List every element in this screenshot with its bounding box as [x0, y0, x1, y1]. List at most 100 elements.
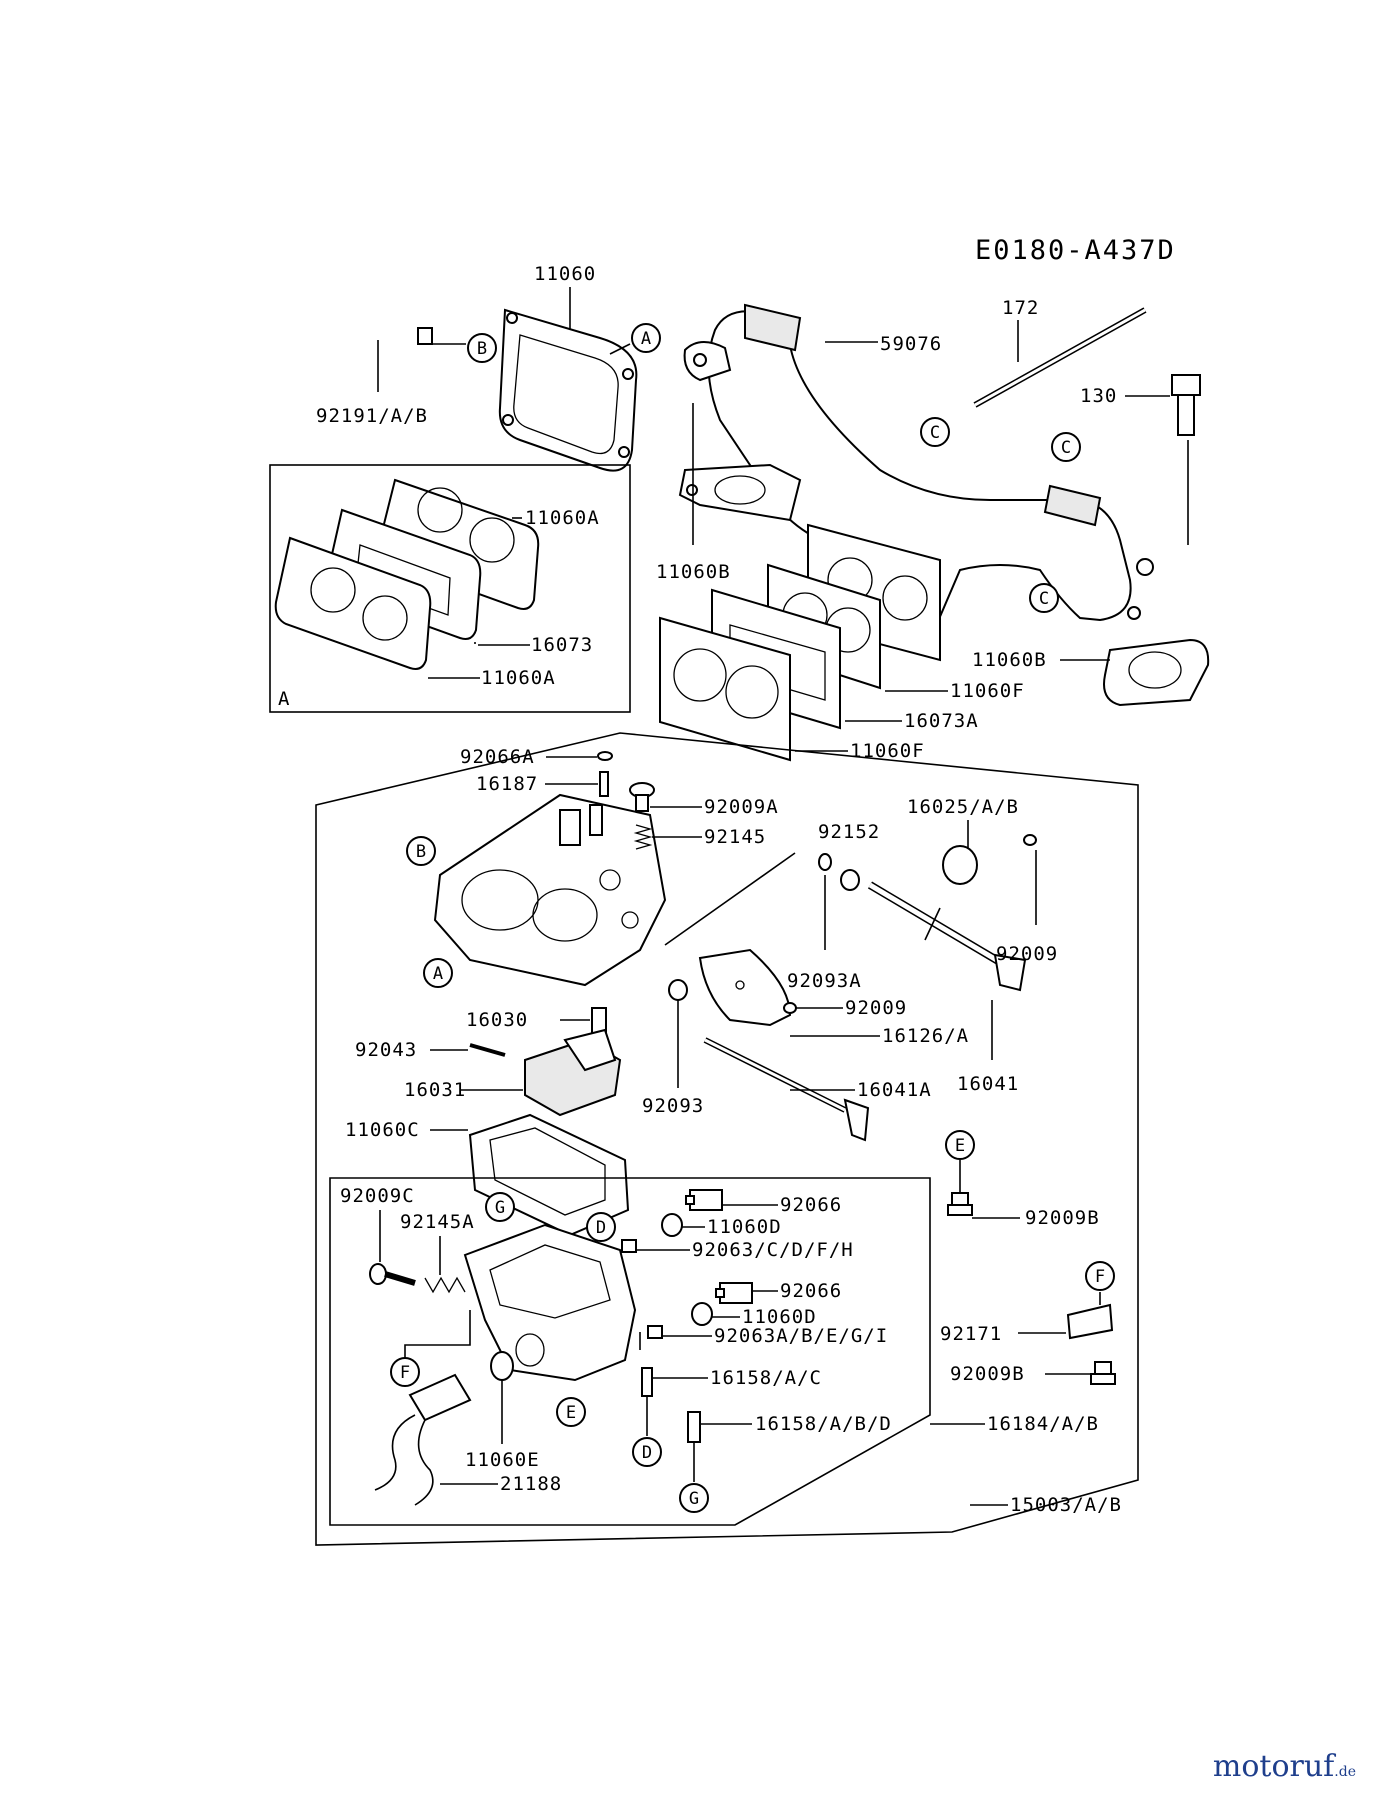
callout-g-bowl: G: [485, 1192, 515, 1222]
spring-92145A: [424, 1276, 466, 1294]
valve-16025: [942, 845, 978, 885]
label-11060F-1: 11060F: [950, 680, 1025, 702]
svg-text:A: A: [433, 964, 443, 984]
label-92063-1: 92063/C/D/F/H: [692, 1239, 854, 1261]
callout-f-bowl: F: [390, 1357, 420, 1387]
inset-letter: A: [278, 688, 290, 710]
label-11060E: 11060E: [465, 1449, 540, 1471]
label-92009A: 92009A: [704, 796, 779, 818]
label-11060: 11060: [534, 263, 596, 285]
label-16184: 16184/A/B: [987, 1413, 1099, 1435]
watermark-tld: .de: [1334, 1764, 1356, 1780]
label-92066-2: 92066: [780, 1280, 842, 1302]
screw-92009A: [629, 782, 655, 812]
label-16025: 16025/A/B: [907, 796, 1019, 818]
label-92093: 92093: [642, 1095, 704, 1117]
label-16041: 16041: [957, 1073, 1019, 1095]
washer-92093: [668, 979, 688, 1001]
label-92009B-1: 92009B: [1025, 1207, 1100, 1229]
float-bowl-body: [463, 1223, 637, 1382]
needle-16187: [599, 771, 609, 797]
breather-hose: [263, 294, 433, 450]
label-16031: 16031: [404, 1079, 466, 1101]
callout-e-bowl: E: [556, 1397, 586, 1427]
label-92009C: 92009C: [340, 1185, 415, 1207]
label-92093A: 92093A: [787, 970, 862, 992]
jet-92063-2: [647, 1325, 663, 1339]
seal-92152-a: [818, 853, 832, 871]
screw-92009C: [369, 1263, 416, 1286]
watermark-brand: motoruf: [1212, 1749, 1335, 1784]
callout-b-top: B: [467, 333, 497, 363]
label-16187: 16187: [476, 773, 538, 795]
label-92009-2: 92009: [845, 997, 907, 1019]
callout-c-lower: C: [1029, 583, 1059, 613]
label-92043: 92043: [355, 1039, 417, 1061]
o-ring-11060D-1: [661, 1213, 683, 1237]
float-16031: [524, 1028, 622, 1117]
callouts: A B C C C B A E G D F F E D G: [390, 323, 1115, 1513]
label-92145A: 92145A: [400, 1211, 475, 1233]
label-11060A-1: 11060A: [525, 507, 600, 529]
stud-172: [973, 307, 1147, 408]
o-ring-11060E: [490, 1351, 514, 1381]
label-92066-1: 92066: [780, 1194, 842, 1216]
plug-92066-1: [685, 1189, 723, 1211]
shaft-16041: [867, 881, 1027, 992]
label-16126: 16126/A: [882, 1025, 969, 1047]
svg-text:D: D: [596, 1218, 606, 1238]
label-172: 172: [1002, 297, 1039, 319]
svg-text:C: C: [1039, 589, 1049, 609]
bolt-130: [1171, 374, 1201, 436]
label-16030: 16030: [466, 1009, 528, 1031]
label-16041A: 16041A: [857, 1079, 932, 1101]
inset-box-a: [269, 464, 631, 713]
o-ring-92066A: [597, 751, 613, 761]
gasket-11060: [498, 308, 638, 472]
screw-92009B-1: [947, 1192, 973, 1216]
label-11060D-2: 11060D: [742, 1306, 817, 1328]
label-11060F-2: 11060F: [850, 740, 925, 762]
label-92009-1: 92009: [996, 943, 1058, 965]
callout-c-manifold: C: [1051, 432, 1081, 462]
callout-c-172: C: [920, 417, 950, 447]
jet-92063-1: [621, 1239, 637, 1253]
svg-text:D: D: [642, 1443, 652, 1463]
callout-b-carb: B: [406, 836, 436, 866]
screw-92009B-2: [1090, 1361, 1116, 1385]
screw-92009-choke: [783, 1002, 797, 1014]
label-11060C: 11060C: [345, 1119, 420, 1141]
callout-a-top: A: [631, 323, 661, 353]
label-59076: 59076: [880, 333, 942, 355]
callout-a-carb: A: [423, 958, 453, 988]
svg-text:F: F: [1095, 1267, 1105, 1287]
label-15003: 15003/A/B: [1010, 1494, 1122, 1516]
label-92145: 92145: [704, 826, 766, 848]
bracket-92171: [1066, 1303, 1114, 1340]
label-16158-1: 16158/A/C: [710, 1367, 822, 1389]
callout-d-bowl: D: [586, 1212, 616, 1242]
svg-text:E: E: [955, 1136, 965, 1156]
screw-92009-plate: [1023, 834, 1037, 846]
spring-92145: [633, 824, 653, 850]
label-92171: 92171: [940, 1323, 1002, 1345]
gasket-stack: [659, 563, 881, 762]
label-11060B-2: 11060B: [972, 649, 1047, 671]
gasket-11060B-right: [1103, 638, 1210, 707]
label-92191: 92191/A/B: [316, 405, 428, 427]
callout-g-jet: G: [679, 1483, 709, 1513]
float-bowl-outline: [329, 1177, 931, 1526]
seal-92152-b: [840, 869, 860, 891]
plug-92066-2: [715, 1282, 753, 1304]
label-11060B-1: 11060B: [656, 561, 731, 583]
o-ring-11060D-2: [691, 1302, 713, 1326]
plate-16126: [698, 948, 792, 1027]
watermark: motoruf.de: [1213, 1749, 1356, 1784]
carburetor-assembly-outline: [315, 732, 1139, 1546]
pin-92043: [469, 1043, 506, 1057]
label-130: 130: [1080, 385, 1117, 407]
label-92009B-2: 92009B: [950, 1363, 1025, 1385]
jet-16158-1: [641, 1367, 653, 1397]
inset-gaskets: [274, 478, 540, 670]
